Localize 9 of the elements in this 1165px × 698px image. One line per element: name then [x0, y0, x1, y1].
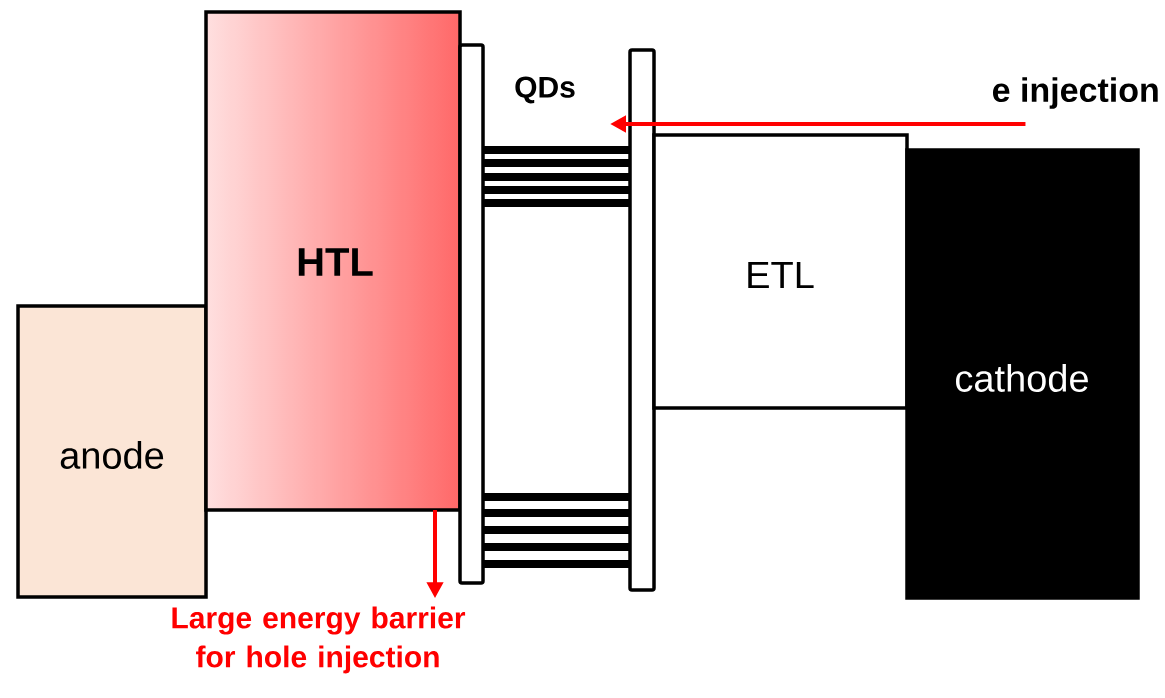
barrier-label: Large energy barrier for hole injection — [172, 606, 466, 674]
layer-label: QDs — [515, 76, 575, 104]
cathode-box: cathode — [905, 148, 1140, 600]
layer-bar — [628, 48, 656, 592]
anode-box: anode — [16, 304, 208, 599]
injection-label: e injection — [993, 77, 1158, 109]
layer-box: HTL — [204, 10, 462, 512]
layer-box: ETL — [652, 133, 909, 410]
layer-bar — [458, 43, 485, 585]
